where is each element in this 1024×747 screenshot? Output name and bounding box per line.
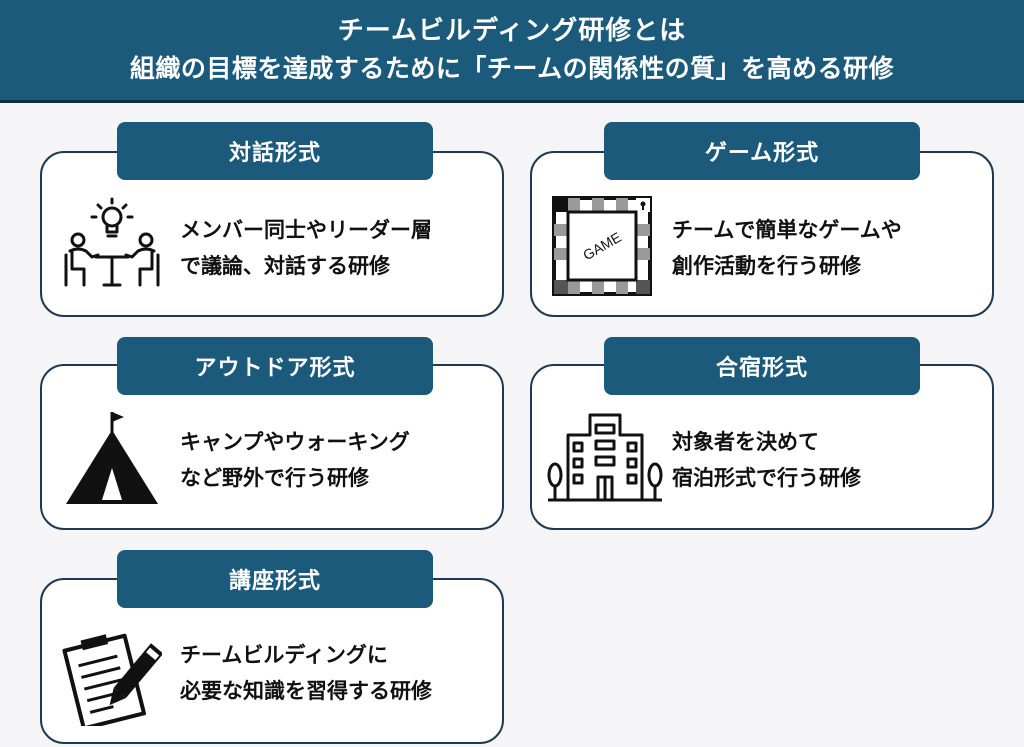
card-text-outdoor: キャンプやウォーキング など野外で行う研修 — [180, 424, 410, 496]
card-label-outdoor: アウトドア形式 — [117, 337, 433, 395]
page-subtitle: 組織の目標を達成するために「チームの関係性の質」を高める研修 — [129, 54, 895, 83]
card-label-lecture: 講座形式 — [117, 550, 433, 608]
page-title: チームビルディング研修とは — [337, 16, 687, 46]
card-text-dialogue: メンバー同士やリーダー層 で議論、対話する研修 — [180, 212, 432, 284]
card-text-line2: 必要な知識を習得する研修 — [180, 679, 432, 703]
card-text-line2: 宿泊形式で行う研修 — [672, 466, 861, 490]
card-text-line2: など野外で行う研修 — [180, 466, 369, 490]
card-label-dialogue: 対話形式 — [117, 122, 433, 180]
card-text-line2: で議論、対話する研修 — [180, 254, 390, 278]
card-text-line1: チームビルディングに — [180, 643, 388, 667]
card-text-line1: 対象者を決めて — [672, 430, 819, 454]
card-text-lecture: チームビルディングに 必要な知識を習得する研修 — [180, 637, 432, 709]
card-label-camp: 合宿形式 — [604, 337, 920, 395]
tent-icon — [62, 410, 162, 510]
card-text-camp: 対象者を決めて 宿泊形式で行う研修 — [672, 424, 861, 496]
clipboard-pen-icon — [62, 626, 162, 726]
card-text-game: チームで簡単なゲームや 創作活動を行う研修 — [672, 212, 902, 284]
card-text-line1: キャンプやウォーキング — [180, 430, 410, 454]
meeting-icon — [62, 195, 162, 295]
card-text-line1: チームで簡単なゲームや — [672, 218, 902, 242]
building-icon — [546, 405, 664, 505]
card-text-line2: 創作活動を行う研修 — [672, 254, 861, 278]
card-label-game: ゲーム形式 — [604, 122, 920, 180]
board-game-icon: GAME — [552, 196, 652, 296]
card-text-line1: メンバー同士やリーダー層 — [180, 218, 432, 242]
page-header: チームビルディング研修とは 組織の目標を達成するために「チームの関係性の質」を高… — [0, 0, 1024, 103]
